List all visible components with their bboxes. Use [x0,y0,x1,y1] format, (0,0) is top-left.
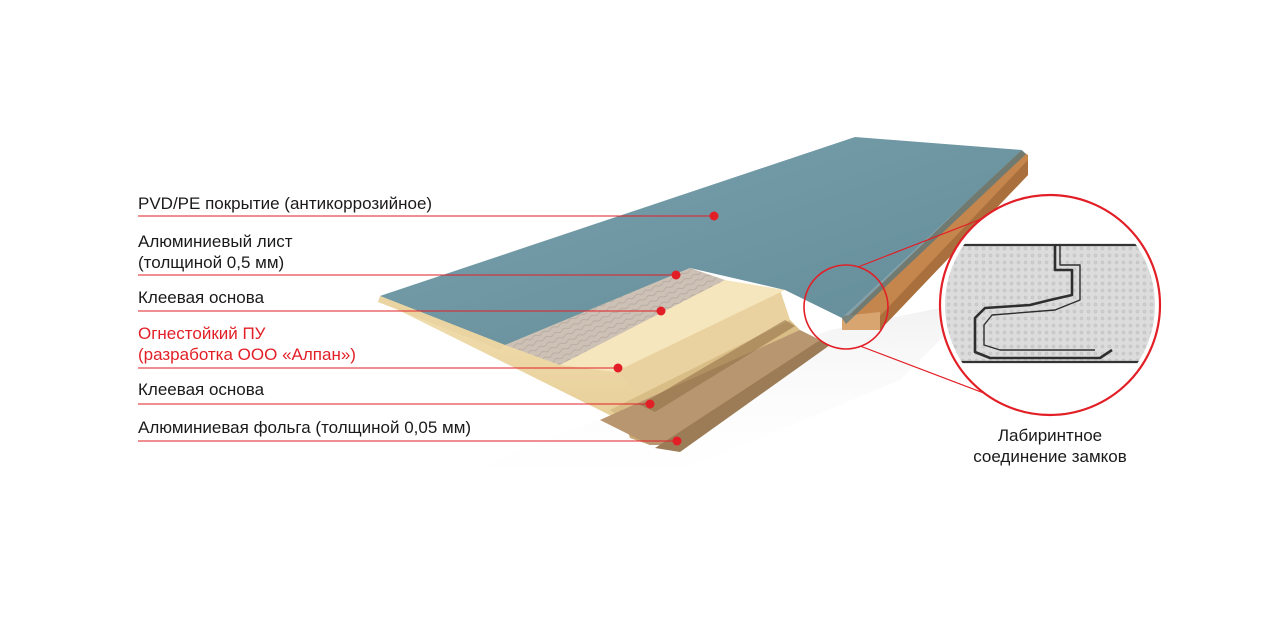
marker-aluminium-sheet [671,270,681,280]
mineral-wool-layer [505,268,725,365]
label-coating: PVD/PE покрытие (антикоррозийное) [138,194,433,213]
lock-joint-callout [803,193,1162,417]
label-adhesive-top: Клеевая основа [138,288,265,307]
label-aluminium-sheet: Алюминиевый лист (толщиной 0,5 мм) [138,232,293,272]
marker-fire-resistant-pu [613,363,623,373]
lock-joint-caption: Лабиринтное соединение замков [973,426,1127,466]
lock-joint-zoom-icon [945,200,1155,410]
label-adhesive-bottom: Клеевая основа [138,380,265,399]
label-aluminium-foil: Алюминиевая фольга (толщиной 0,05 мм) [138,418,472,437]
adhesive-layer [560,280,785,372]
marker-aluminium-foil [672,436,682,446]
label-fire-resistant-pu: Огнестойкий ПУ (разработка ООО «Алпан») [138,324,356,364]
marker-adhesive-top [656,306,666,316]
marker-adhesive-bottom [645,399,655,409]
leader-lines [138,211,719,446]
marker-coating [709,211,719,221]
